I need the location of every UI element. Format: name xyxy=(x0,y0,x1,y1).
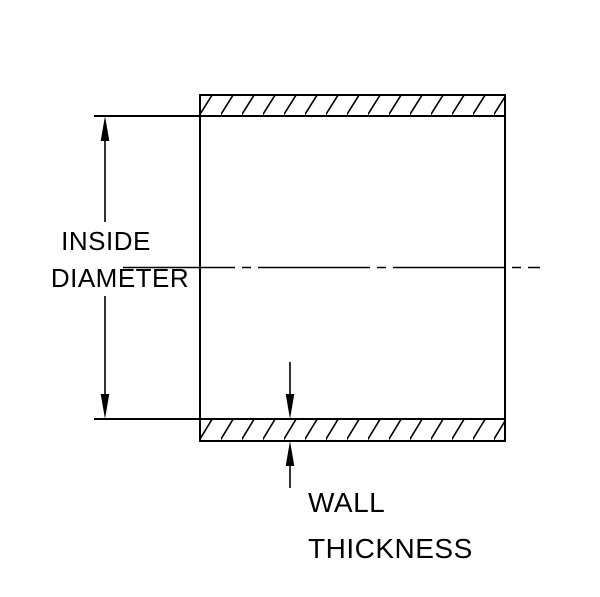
wall-thickness-arrow-down-icon xyxy=(285,394,295,419)
wall-thickness-arrow-up-icon xyxy=(285,441,295,466)
top-wall-hatch xyxy=(200,95,505,116)
inside-diameter-label-line2: DIAMETER xyxy=(50,263,190,293)
inside-diameter-label-line1: INSIDE xyxy=(61,226,151,256)
wall-thickness-label-line2: THICKNESS xyxy=(308,533,473,564)
inside-diameter-arrow-down-icon xyxy=(100,394,110,419)
wall-thickness-label-line1: WALL xyxy=(308,487,386,518)
bottom-wall-hatch xyxy=(200,419,505,441)
inside-diameter-arrow-up-icon xyxy=(100,116,110,141)
